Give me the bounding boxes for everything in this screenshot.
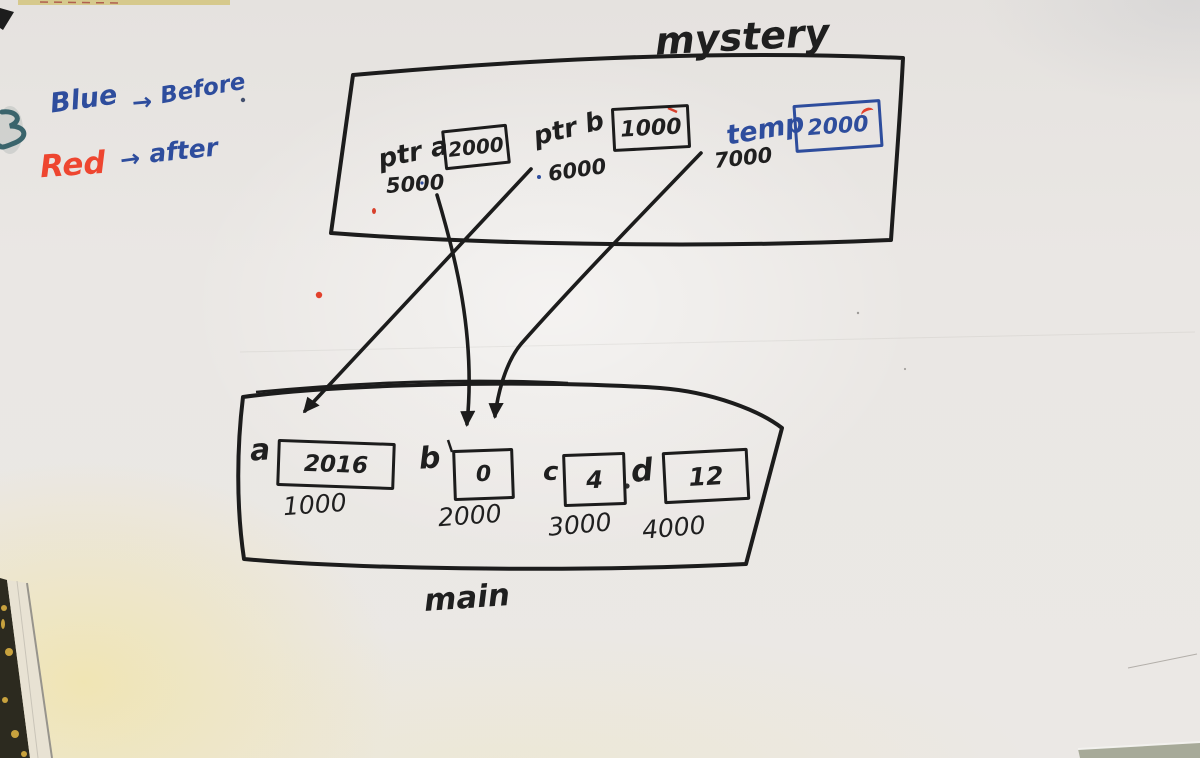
cell-c-name: c [543, 457, 559, 487]
scratch-mark [1127, 653, 1198, 669]
marker-tray-highlight [1077, 741, 1200, 750]
pen-dot-between-c-d [624, 483, 630, 489]
cell-c-value-box: 4 [562, 451, 627, 508]
cell-temp-value-box: 2000 [792, 98, 884, 154]
red-dash-near-ptrb-box [667, 106, 678, 114]
cell-ptr-a-value: 2000 [447, 132, 505, 162]
speck-2 [903, 367, 907, 371]
mystery-frame-outline [329, 53, 905, 247]
main-frame-double-stroke [255, 379, 569, 394]
cell-ptr-a-address: 5000 [385, 169, 446, 199]
mystery-frame-title: mystery [653, 10, 831, 64]
main-frame-title: main [422, 577, 512, 619]
legend-red-label: Red [38, 144, 107, 186]
legend-red-arrow-icon: → [118, 143, 142, 175]
cell-b-value-box: 0 [452, 447, 515, 502]
cell-d-address: 4000 [640, 510, 707, 545]
cell-b-name: b [417, 440, 442, 477]
cell-c-address: 3000 [546, 507, 613, 542]
pen-dot-after-before [240, 97, 246, 103]
cell-a-name: a [248, 432, 272, 469]
blue-speck-2 [420, 181, 424, 185]
pen-tick-above-b [446, 439, 454, 453]
teal-scribble [0, 109, 27, 150]
cell-d-value-box: 12 [661, 447, 751, 505]
arrow-ptrb-to-a [302, 167, 533, 414]
board-frame-edge [7, 580, 52, 758]
red-tick-in-temp-box [859, 105, 876, 120]
cell-c-value: 4 [585, 465, 604, 494]
arrow-ptra-to-b [435, 193, 476, 427]
legend-blue-arrow-icon: → [130, 87, 154, 117]
board-frame-edge-line [26, 582, 53, 758]
faint-scratch [239, 331, 1196, 353]
speck [856, 311, 860, 315]
red-dot [315, 291, 323, 299]
cell-b-address: 2000 [437, 498, 503, 533]
legend-red-meaning: after [147, 132, 220, 169]
cell-ptr-b-value: 1000 [619, 113, 683, 143]
wallpaper-corner [0, 578, 30, 758]
cell-d-value: 12 [687, 460, 725, 492]
cell-ptr-a-value-box: 2000 [441, 123, 511, 171]
wallpaper-gold-floral [1, 605, 27, 757]
main-frame-outline [236, 381, 784, 571]
cell-temp-value: 2000 [806, 111, 870, 141]
board-frame-edge-highlight [16, 580, 39, 758]
arrow-temp-to-b [488, 151, 703, 419]
cell-a-address: 1000 [282, 487, 348, 522]
marker-tray [1078, 742, 1200, 758]
cell-a-value-box: 2016 [276, 438, 396, 491]
blue-speck [537, 175, 541, 179]
cell-a-value: 2016 [303, 450, 369, 479]
cell-b-value: 0 [475, 461, 492, 488]
cell-d-name: d [629, 451, 655, 491]
cell-ptr-b-value-box: 1000 [610, 103, 692, 153]
corner-dark-mark [0, 8, 14, 30]
red-speck [372, 208, 376, 214]
top-edge-strip [18, 0, 230, 5]
